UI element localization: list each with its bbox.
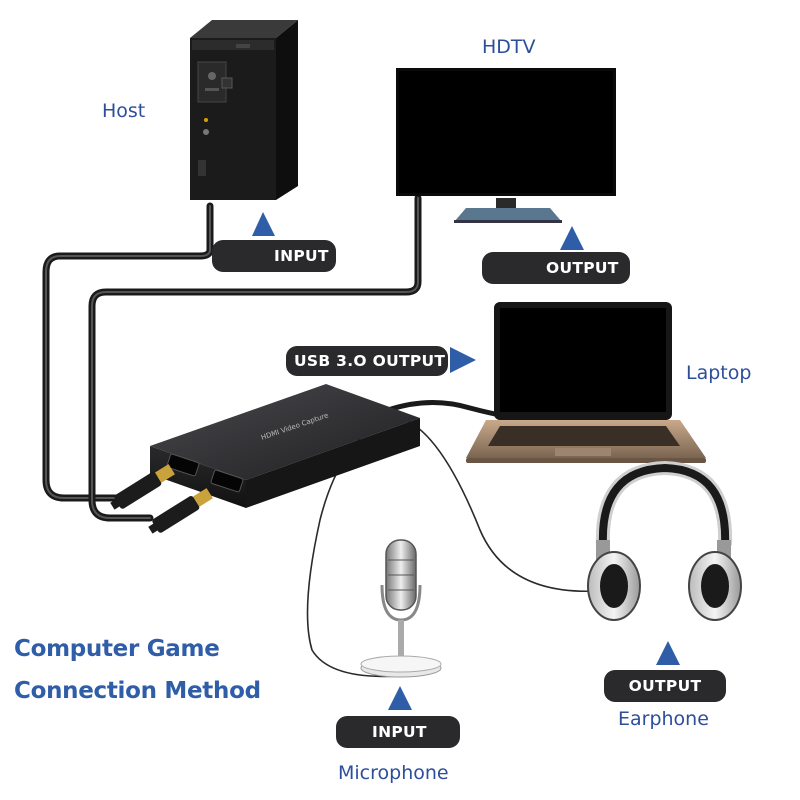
title-line-2: Connection Method	[14, 678, 261, 704]
earphone-label: Earphone	[618, 708, 709, 730]
microphone-label: Microphone	[338, 762, 449, 784]
hdtv-arrow-icon	[560, 226, 584, 250]
laptop-device	[466, 302, 706, 463]
earphone-cable	[399, 417, 611, 592]
hdmi-plugs	[110, 464, 213, 534]
laptop-arrow-icon	[450, 347, 476, 373]
microphone-device	[360, 539, 442, 678]
host-label: Host	[102, 100, 146, 122]
host-tower	[190, 20, 298, 200]
hdtv-label: HDTV	[482, 36, 536, 58]
hdtv-port-badge: OUTPUT	[482, 252, 630, 284]
arrows	[252, 212, 680, 710]
headphones-device	[587, 460, 742, 621]
laptop-port-badge: USB 3.O OUTPUT	[286, 346, 448, 376]
microphone-port-badge: INPUT	[336, 716, 460, 748]
microphone-arrow-icon	[388, 686, 412, 710]
host-port-badge: INPUT	[212, 240, 336, 272]
laptop-label: Laptop	[686, 362, 752, 384]
earphone-arrow-icon	[656, 641, 680, 665]
earphone-port-badge: OUTPUT	[604, 670, 726, 702]
capture-box: HDMI Video Capture	[150, 384, 420, 508]
cables	[42, 194, 611, 678]
hdtv-device	[396, 68, 616, 223]
host-arrow-icon	[252, 212, 275, 236]
title-line-1: Computer Game	[14, 636, 220, 662]
